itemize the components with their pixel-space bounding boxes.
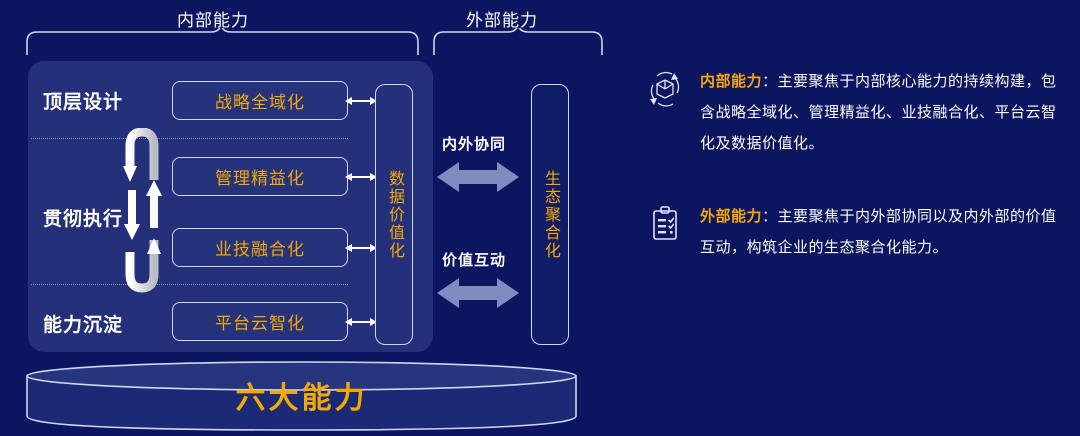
- legend-body: ：主要聚焦于内部核心能力的持续构建，包含战略全域化、管理精益化、业技融合化、平台…: [700, 73, 1057, 152]
- brace-label-internal: 内部能力: [177, 11, 249, 30]
- legend-headline: 外部能力: [700, 208, 763, 225]
- legend-item-internal: 内部能力：主要聚焦于内部核心能力的持续构建，包含战略全域化、管理精益化、业技融合…: [648, 66, 1068, 159]
- capability-pill-business-tech[interactable]: 业技融合化: [172, 228, 348, 267]
- row-divider: [31, 138, 348, 139]
- legend-item-external: 外部能力：主要聚焦于内外部协同以及内外部的价值互动，构筑企业的生态聚合化能力。: [648, 201, 1068, 263]
- clipboard-checklist-icon: [653, 206, 677, 240]
- connector-arrow-icon: [345, 244, 377, 252]
- capability-pill-strategy[interactable]: 战略全域化: [172, 81, 348, 120]
- ecosystem-aggregation-box[interactable]: 生态聚合化: [531, 84, 569, 345]
- row-divider: [31, 284, 348, 285]
- synergy-label-collaboration: 内外协同: [442, 136, 507, 153]
- capability-pill-management[interactable]: 管理精益化: [172, 157, 348, 196]
- base-cylinder: [26, 361, 577, 431]
- data-value-box[interactable]: 数据价值化: [375, 84, 413, 345]
- connector-arrow-icon: [345, 318, 377, 326]
- connector-arrow-icon: [345, 97, 377, 105]
- brace-external-icon: [433, 28, 603, 55]
- synergy-arrow-icon: [437, 278, 519, 308]
- brace-internal-icon: [26, 28, 419, 55]
- connector-arrow-icon: [345, 173, 377, 181]
- legend-text: 内部能力：主要聚焦于内部核心能力的持续构建，包含战略全域化、管理精益化、业技融合…: [700, 66, 1068, 159]
- synergy-label-value-interaction: 价值互动: [442, 252, 507, 269]
- row-label-settlement: 能力沉淀: [43, 315, 124, 336]
- synergy-arrow-icon: [437, 162, 519, 192]
- row-label-top-design: 顶层设计: [43, 92, 124, 113]
- legend-headline: 内部能力: [700, 73, 763, 90]
- legend-text: 外部能力：主要聚焦于内外部协同以及内外部的价值互动，构筑企业的生态聚合化能力。: [700, 201, 1068, 263]
- brace-label-external: 外部能力: [466, 11, 538, 30]
- capability-pill-platform-cloud[interactable]: 平台云智化: [172, 302, 348, 341]
- legend-body: ：主要聚焦于内外部协同以及内外部的价值互动，构筑企业的生态聚合化能力。: [700, 208, 1057, 256]
- cycle-arrows-icon: [123, 128, 162, 293]
- row-label-execution: 贯彻执行: [43, 209, 124, 230]
- cycle-box-icon: [650, 71, 680, 107]
